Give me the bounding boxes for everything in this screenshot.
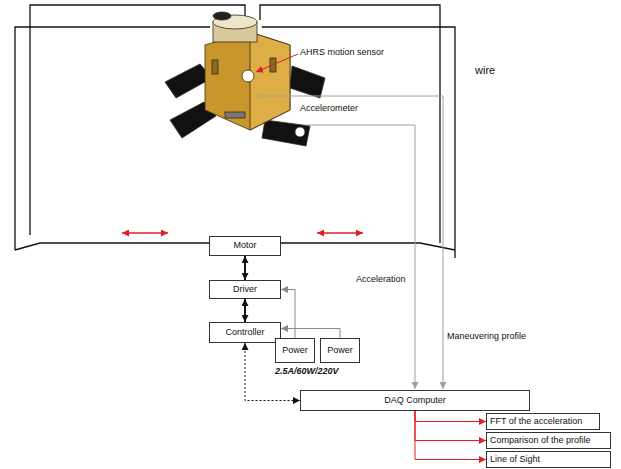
output-box: Comparison of the profile xyxy=(486,432,611,449)
connector xyxy=(281,290,295,339)
driver-box: Driver xyxy=(209,280,281,299)
box-text: Motor xyxy=(233,241,256,251)
signal-label: Maneuvering profile xyxy=(447,332,526,342)
box-text: DAQ Computer xyxy=(384,396,446,406)
connector xyxy=(281,329,340,339)
signal-label: Acceleration xyxy=(356,275,406,285)
motion-arrows xyxy=(122,232,363,234)
connector xyxy=(415,411,486,460)
wire-frame xyxy=(15,5,455,258)
power-box: Power xyxy=(320,338,360,363)
controller-box: Controller xyxy=(209,322,281,343)
satellite xyxy=(165,12,325,146)
sensor-leaders xyxy=(256,54,443,389)
sensor-label: AHRS motion sensor xyxy=(300,48,384,58)
box-text: Driver xyxy=(233,285,257,295)
box-text: Line of Sight xyxy=(490,455,540,465)
box-text: Controller xyxy=(225,328,264,338)
connector xyxy=(244,299,246,322)
connector xyxy=(415,411,486,441)
connector xyxy=(244,256,246,280)
daq-box: DAQ Computer xyxy=(300,390,530,411)
output-box: Line of Sight xyxy=(486,451,611,468)
box-text: Comparison of the profile xyxy=(490,436,591,446)
box-text: Power xyxy=(327,346,353,356)
output-box: FFT of the acceleration xyxy=(486,413,600,430)
box-text: Power xyxy=(282,346,308,356)
box-text: FFT of the acceleration xyxy=(490,417,582,427)
power-box: Power xyxy=(275,338,315,363)
wire-label: wire xyxy=(475,64,495,76)
motor-box: Motor xyxy=(209,236,281,256)
connector xyxy=(415,411,486,422)
sensor-label: Accelerometer xyxy=(300,104,358,114)
power-rating: 2.5A/60W/220V xyxy=(275,367,339,377)
